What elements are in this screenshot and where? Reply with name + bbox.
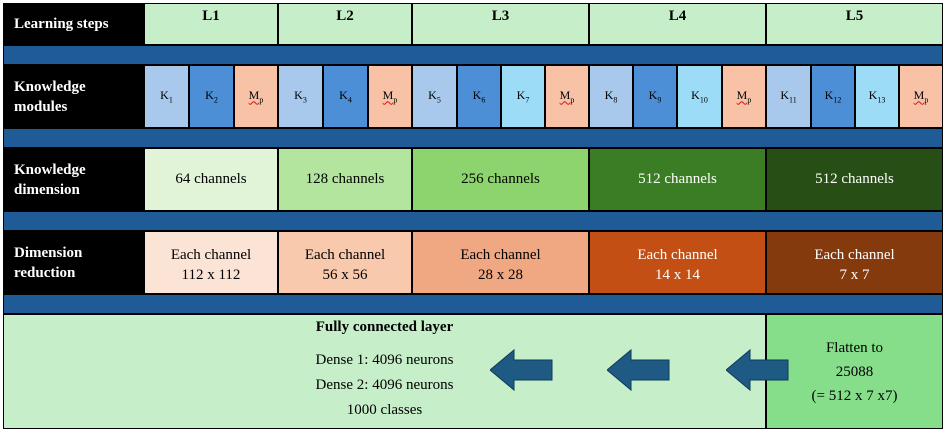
level-l1: L1 (144, 3, 278, 45)
reduction-line1: Each channel (304, 246, 386, 263)
module-symbol: K (516, 88, 526, 103)
kernel-module-1: K1 (144, 65, 189, 128)
module-subscript: p (393, 95, 398, 105)
dense-1-line: Dense 1: 4096 neurons (315, 352, 454, 368)
level-l5: L5 (766, 3, 943, 45)
module-symbol: K (160, 88, 169, 103)
reduction-line2: 56 x 56 (322, 266, 368, 283)
kernel-module-7: K7 (501, 65, 545, 128)
kernel-module-2: K2 (189, 65, 234, 128)
dimension-l4: 512 channels (589, 148, 766, 211)
module-symbol: K (205, 88, 214, 103)
module-symbol: K (824, 88, 834, 103)
reduction-line1: Each channel (460, 246, 541, 263)
module-subscript: 3 (302, 95, 307, 105)
separator-3 (3, 211, 943, 231)
module-symbol: M (559, 88, 571, 103)
reduction-l2: Each channel 56 x 56 (278, 231, 412, 294)
max-pooling-module: Mp (899, 65, 943, 128)
module-symbol: K (472, 88, 482, 103)
level-l3: L3 (412, 3, 589, 45)
separator-4 (3, 294, 943, 314)
classes-line: 1000 classes (346, 402, 423, 418)
dimension-reduction-header: Dimension reduction (3, 231, 144, 294)
dimension-l1: 64 channels (144, 148, 278, 211)
module-subscript: p (570, 95, 575, 105)
module-subscript: 11 (788, 95, 797, 105)
module-subscript: 6 (481, 95, 486, 105)
max-pooling-module: Mp (234, 65, 278, 128)
separator-2 (3, 128, 943, 148)
kernel-module-3: K3 (278, 65, 323, 128)
kernel-module-8: K8 (589, 65, 633, 128)
module-symbol: K (780, 88, 789, 103)
reduction-line1: Each channel (170, 246, 252, 263)
reduction-l1: Each channel 112 x 112 (144, 231, 278, 294)
kernel-module-6: K6 (457, 65, 501, 128)
module-symbol: M (248, 88, 260, 103)
level-l2: L2 (278, 3, 412, 45)
flatten-cell: Flatten to 25088 (= 512 x 7 x7) (766, 314, 943, 429)
reduction-line2: 14 x 14 (655, 266, 700, 283)
max-pooling-module: Mp (368, 65, 412, 128)
fully-connected-title: Fully connected layer (315, 319, 454, 335)
module-subscript: p (747, 95, 752, 105)
module-subscript: 13 (877, 95, 886, 105)
reduction-line2: 28 x 28 (478, 266, 523, 283)
learning-steps-header: Learning steps (3, 3, 144, 45)
module-symbol: K (294, 88, 303, 103)
arrow-left-icon-1 (726, 348, 789, 392)
module-subscript: p (924, 95, 929, 105)
module-subscript: 1 (168, 95, 173, 105)
max-pooling-module: Mp (722, 65, 766, 128)
max-pooling-module: Mp (545, 65, 589, 128)
knowledge-modules-header: Knowledge modules (3, 65, 144, 128)
module-subscript: 2 (213, 95, 218, 105)
module-subscript: 12 (833, 95, 842, 105)
module-symbol: M (736, 88, 748, 103)
module-subscript: 4 (347, 95, 352, 105)
dense-2-line: Dense 2: 4096 neurons (315, 377, 454, 393)
separator-1 (3, 45, 943, 65)
kernel-module-10: K10 (677, 65, 722, 128)
flatten-line-2: 25088 (835, 363, 874, 380)
kernel-module-5: K5 (412, 65, 457, 128)
module-subscript: 7 (525, 95, 530, 105)
dimension-l3: 256 channels (412, 148, 589, 211)
kernel-module-11: K11 (766, 65, 811, 128)
module-symbol: K (604, 88, 614, 103)
kernel-module-4: K4 (323, 65, 368, 128)
kernel-module-13: K13 (855, 65, 899, 128)
reduction-line2: 7 x 7 (839, 266, 870, 283)
knowledge-dimension-header: Knowledge dimension (3, 148, 144, 211)
arrow-left-icon-3 (490, 348, 553, 392)
flatten-line-3: (= 512 x 7 x7) (811, 387, 898, 404)
module-subscript: 9 (657, 95, 662, 105)
reduction-l5: Each channel 7 x 7 (766, 231, 943, 294)
reduction-line1: Each channel (814, 246, 895, 263)
kernel-module-9: K9 (633, 65, 677, 128)
kernel-module-12: K12 (811, 65, 855, 128)
module-subscript: 5 (436, 95, 441, 105)
module-symbol: M (382, 88, 394, 103)
module-symbol: K (691, 88, 700, 103)
reduction-line1: Each channel (637, 246, 718, 263)
module-subscript: p (259, 95, 264, 105)
dimension-l5: 512 channels (766, 148, 943, 211)
module-subscript: 8 (613, 95, 618, 105)
flatten-line-1: Flatten to (825, 339, 884, 356)
module-subscript: 10 (699, 95, 708, 105)
dimension-l2: 128 channels (278, 148, 412, 211)
module-symbol: K (648, 88, 658, 103)
module-symbol: K (339, 88, 348, 103)
module-symbol: K (428, 88, 437, 103)
module-symbol: M (913, 88, 925, 103)
module-symbol: K (868, 88, 878, 103)
level-l4: L4 (589, 3, 766, 45)
arrow-left-icon-2 (607, 348, 670, 392)
reduction-l3: Each channel 28 x 28 (412, 231, 589, 294)
reduction-l4: Each channel 14 x 14 (589, 231, 766, 294)
reduction-line2: 112 x 112 (181, 266, 241, 283)
